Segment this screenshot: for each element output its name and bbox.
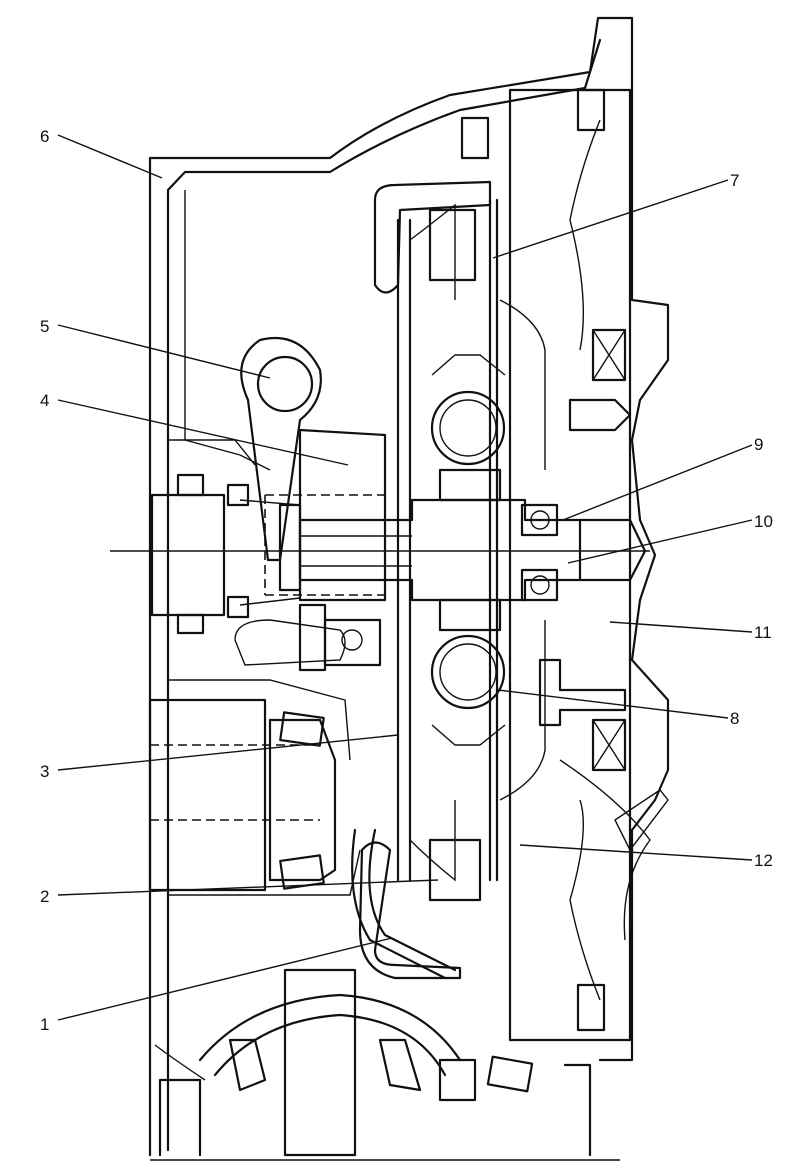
leader-5: [57, 324, 271, 379]
left-shaft-housing: [150, 473, 301, 635]
callout-5: 5: [40, 317, 49, 336]
callout-10: 10: [754, 512, 773, 531]
callout-8: 8: [730, 709, 739, 728]
callout-7: 7: [730, 171, 739, 190]
leader-1: [57, 937, 393, 1021]
housing: [148, 16, 670, 1157]
release-bearing: [264, 428, 387, 672]
leader-7: [492, 179, 729, 259]
right-side-hardware: [460, 116, 632, 772]
leader-10: [567, 519, 753, 564]
clutch-cover: [358, 180, 546, 980]
callout-11: 11: [754, 623, 772, 642]
leader-8: [497, 689, 729, 719]
callout-labels: 1 2 3 4 5 6 7 8 9 10 11 12: [40, 127, 773, 1034]
damper-springs: [425, 354, 520, 746]
callout-9: 9: [754, 435, 763, 454]
callout-4: 4: [40, 391, 49, 410]
callout-1: 1: [40, 1015, 49, 1034]
leader-9: [562, 444, 753, 521]
countershaft-gear: [148, 619, 361, 896]
leader-4: [57, 399, 349, 466]
release-fork: [240, 336, 322, 592]
leader-lines: [57, 134, 753, 1021]
callout-3: 3: [40, 762, 49, 781]
callout-2: 2: [40, 887, 49, 906]
input-shaft: [110, 498, 650, 602]
lower-lever: [351, 828, 457, 980]
leader-3: [57, 734, 399, 771]
leader-6: [57, 134, 163, 179]
pilot-bearing: [520, 503, 559, 602]
differential: [150, 968, 620, 1161]
leader-2: [57, 879, 439, 896]
callout-6: 6: [40, 127, 49, 146]
leader-11: [609, 621, 753, 633]
leader-12: [519, 844, 753, 861]
callout-12: 12: [754, 851, 773, 870]
